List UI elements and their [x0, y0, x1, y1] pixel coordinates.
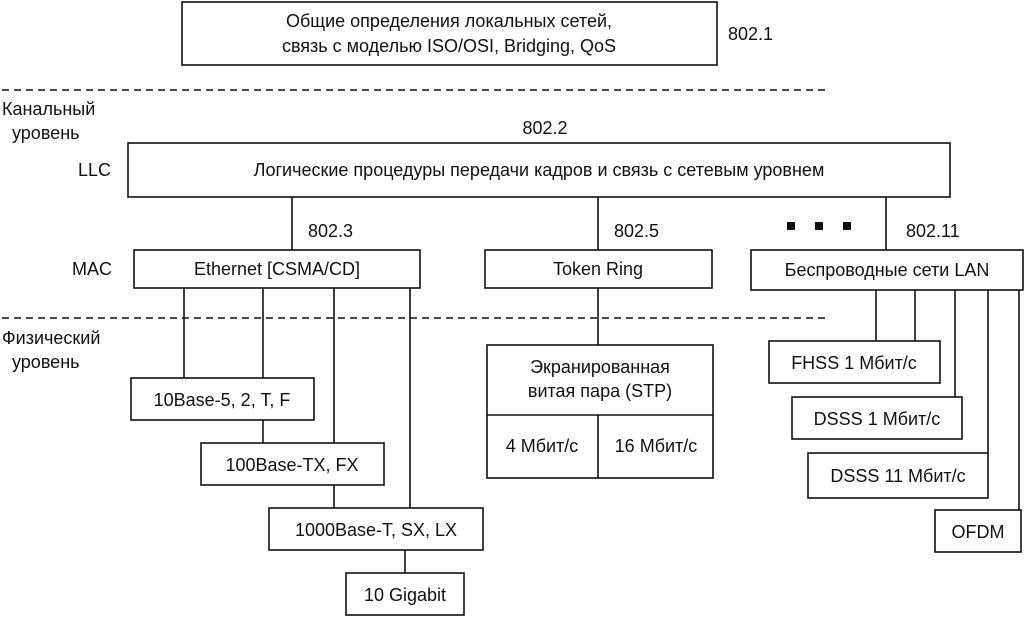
std-802-1: 802.1 [728, 24, 773, 44]
token-ring-label: Token Ring [553, 259, 643, 279]
ethernet-phy-10base-box [130, 377, 315, 421]
std-802-5: 802.5 [614, 221, 659, 241]
wireless-lan-label: Беспроводные сети LAN [785, 260, 990, 280]
wireless-phy-dsss1-box [791, 396, 963, 440]
ethernet-phy-100base-box [200, 442, 385, 486]
data-link-layer-label-1: Канальный [2, 99, 95, 119]
std-802-3: 802.3 [308, 221, 353, 241]
mac-label: MAC [72, 259, 112, 279]
physical-layer-label-1: Физический [2, 328, 100, 348]
wireless-phy-fhss-box [768, 340, 941, 384]
std-802-2: 802.2 [522, 118, 567, 138]
ethernet-phy-1000base: 1000Base-T, SX, LX [295, 520, 457, 540]
stp-line2: витая пара (STP) [528, 381, 672, 401]
data-link-layer-label-2: уровень [12, 123, 80, 143]
ethernet-phy-10base: 10Base-5, 2, T, F [154, 390, 291, 410]
ethernet-phy-10gigabit: 10 Gigabit [364, 585, 446, 605]
llc-text: Логические процедуры передачи кадров и с… [254, 160, 825, 180]
general-definitions-box [181, 1, 718, 66]
std-802-11: 802.11 [906, 221, 960, 241]
ellipsis-dot [843, 222, 851, 230]
general-definitions-line1: Общие определения локальных сетей, [286, 11, 612, 31]
ethernet-phy-1000base-box [268, 507, 484, 551]
wireless-phy-dsss1: DSSS 1 Мбит/с [814, 409, 941, 429]
wireless-lan-box [750, 249, 1024, 291]
ethernet-phy-100base: 100Base-TX, FX [225, 455, 358, 475]
stp-box [486, 344, 714, 479]
general-definitions-line2: связь с моделью ISO/OSI, Bridging, QoS [282, 36, 616, 56]
wireless-phy-fhss: FHSS 1 Мбит/с [791, 353, 917, 373]
stp-speed-16: 16 Мбит/с [615, 436, 698, 456]
wireless-phy-dsss11: DSSS 11 Мбит/с [830, 466, 965, 486]
ethernet-box [133, 249, 421, 289]
wireless-phy-ofdm: OFDM [952, 522, 1005, 542]
token-ring-box [484, 249, 713, 289]
llc-box [127, 142, 951, 198]
ellipsis-dot [815, 222, 823, 230]
wireless-phy-ofdm-box [934, 509, 1022, 553]
ethernet-label: Ethernet [CSMA/CD] [194, 259, 360, 279]
llc-label: LLC [78, 160, 111, 180]
stp-line1: Экранированная [530, 357, 670, 377]
wireless-phy-dsss11-box [807, 452, 989, 499]
ethernet-phy-10gigabit-box [345, 572, 465, 616]
stp-speed-4: 4 Мбит/с [506, 436, 579, 456]
ellipsis-dot [787, 222, 795, 230]
physical-layer-label-2: уровень [12, 352, 80, 372]
